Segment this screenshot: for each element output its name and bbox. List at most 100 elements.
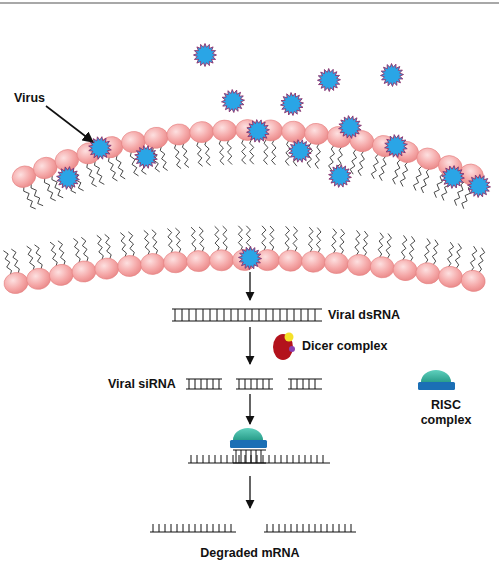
stage-label: Viral dsRNA: [328, 308, 400, 323]
lipid-tail: [315, 143, 320, 168]
mrna-fragment-base: [339, 524, 340, 532]
lipid-tail: [329, 145, 335, 170]
lipid-tail: [434, 173, 443, 197]
mrna-strand-base: [305, 455, 306, 463]
dicer-icon: [273, 333, 295, 361]
lipid-tail: [285, 226, 289, 251]
lipid-tail: [35, 245, 43, 269]
dsrna-strand-rung: [203, 309, 204, 321]
mrna-fragment-base: [159, 524, 160, 532]
dsrna-strand-rung: [273, 309, 274, 321]
mrna-strand-base: [281, 455, 282, 463]
lipid-head: [346, 253, 372, 276]
mrna-strand-base: [251, 455, 252, 463]
lipid-head: [369, 256, 395, 280]
lipid-head: [324, 252, 349, 275]
guide-strand-rung: [236, 450, 237, 463]
dsrna-strand-rung: [301, 309, 302, 321]
sirna-strand-rung: [219, 379, 220, 389]
dsrna-strand-rung: [189, 309, 190, 321]
dsrna-strand-rung: [308, 309, 309, 321]
mrna-fragment-base: [177, 524, 178, 532]
lipid-tail: [108, 157, 117, 181]
lipid-tail: [401, 235, 407, 260]
lipid-tail: [182, 143, 189, 168]
lipid-head: [301, 251, 326, 273]
risc-dome: [421, 370, 451, 382]
lipid-tail: [191, 227, 196, 252]
flow-arrow: [249, 394, 250, 424]
mrna-fragment: [150, 531, 236, 532]
mrna-fragment-base: [189, 524, 190, 532]
lipid-tail: [199, 227, 204, 252]
mrna-strand-base: [317, 455, 318, 463]
lipid-tail: [24, 187, 36, 209]
mrna-fragment-base: [321, 524, 322, 532]
lipid-head: [71, 259, 98, 283]
mrna-fragment-base: [171, 524, 172, 532]
lipid-tail: [87, 163, 97, 187]
mrna-strand-base: [311, 455, 312, 463]
sirna-strand-rung: [189, 379, 190, 389]
lipid-tail: [219, 140, 224, 165]
lipid-tail: [270, 226, 274, 251]
lipid-tail: [238, 226, 242, 251]
mrna-strand-base: [257, 455, 258, 463]
degraded-mrna: [150, 524, 356, 532]
mrna-fragment: [264, 531, 356, 532]
mrna-strand-base: [269, 455, 270, 463]
sirna-strand: [288, 388, 322, 389]
mrna-fragment-base: [183, 524, 184, 532]
stage-label: RISC complex: [415, 398, 477, 428]
dsrna-strand-rung: [217, 309, 218, 321]
mrna-fragment-base: [219, 524, 220, 532]
lipid-tail: [81, 237, 88, 262]
lipid-head: [48, 263, 75, 287]
stage-label: Dicer complex: [302, 339, 387, 354]
virus-particle: [385, 135, 408, 158]
guide-strand-rung: [256, 450, 257, 463]
dsrna-strand: [172, 309, 322, 321]
lipid-tail: [116, 155, 125, 179]
dsrna-strand-rung: [231, 309, 232, 321]
lipid-tail: [227, 139, 232, 164]
lipid-tail: [27, 246, 35, 270]
lipid-tail: [97, 235, 104, 260]
lipid-tail: [293, 227, 297, 252]
lipid-tail: [264, 139, 269, 164]
dsrna-strand: [172, 320, 322, 321]
mrna-fragment-base: [207, 524, 208, 532]
virus-particle: [442, 166, 465, 189]
dsrna-strand-rung: [238, 309, 239, 321]
virus-particle: [239, 247, 262, 270]
mrna-fragment-base: [285, 524, 286, 532]
lipid-bilayer: [2, 119, 487, 295]
mrna-fragment-base: [291, 524, 292, 532]
top-rule: [0, 2, 499, 4]
lipid-tail: [242, 139, 246, 164]
lipid-head: [303, 122, 329, 146]
mrna-fragment-base: [279, 524, 280, 532]
lipid-tail: [316, 228, 321, 253]
sirna-strand: [288, 378, 322, 379]
dsrna-strand-rung: [245, 309, 246, 321]
lipid-tail: [11, 249, 19, 273]
leader-arrow: [46, 106, 93, 142]
lipid-tail: [160, 146, 167, 171]
virus-particle: [57, 167, 80, 190]
lipid-head: [166, 123, 192, 147]
lipid-tail: [363, 231, 368, 256]
lipid-head: [117, 254, 143, 277]
guide-strand-rung: [241, 450, 242, 463]
guide-strand-rung: [251, 450, 252, 463]
lipid-head: [437, 265, 464, 290]
dsrna-strand: [172, 308, 322, 309]
risc-icon: [418, 370, 455, 390]
lipid-head: [94, 257, 120, 281]
lipid-tail: [414, 166, 422, 191]
mrna-strand-base: [263, 455, 264, 463]
lipid-tail: [95, 161, 105, 185]
lipid-tail: [44, 178, 55, 201]
mrna-strand-base: [293, 455, 294, 463]
